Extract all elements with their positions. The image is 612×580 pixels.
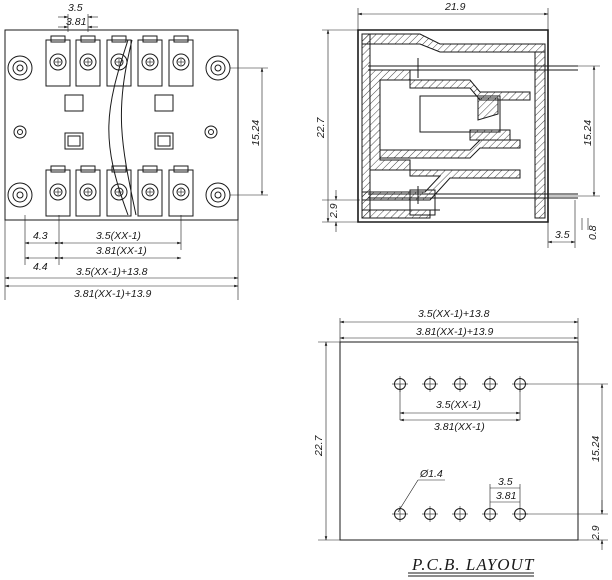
dim-width-21-9: 21.9 [444,1,466,13]
pcb-layout: 3.5(XX-1)+13.8 3.81(XX-1)+13.9 22.7 3.5(… [313,308,608,577]
window-upper-left [64,94,84,112]
dim-row-spacing-side: 15.24 [582,120,594,146]
pcb-hole [452,376,468,392]
dim-pitch-3-81: 3.81 [66,16,86,28]
dim-span-3-81: 3.81(XX-1) [96,245,147,257]
terminal-bottom-4 [137,165,163,217]
pcb-dim-span-3-81: 3.81(XX-1) [434,421,485,433]
terminal-top-1 [45,35,71,87]
pcb-hole [482,376,498,392]
pcb-hole [482,506,498,522]
pcb-hole [452,506,468,522]
window-upper-right [154,94,174,112]
wire-b [120,39,137,216]
pcb-layout-title: P.C.B. LAYOUT [411,555,535,574]
pcb-hole [422,506,438,522]
side-hole-left [13,125,27,139]
front-view: 3.5 3.81 15.24 4.3 3.5(XX-1) 4.4 3.81(XX… [4,2,268,300]
mounting-hole-bottom-left [7,182,33,208]
dim-row-spacing: 15.24 [250,120,262,146]
terminal-top-2 [75,35,101,87]
dim-overall-3-5: 3.5(XX-1)+13.8 [76,266,148,278]
mounting-hole-bottom-right [205,182,231,208]
dim-offset-2-9: 2.9 [328,203,340,219]
terminal-bottom-1 [45,165,71,217]
window-lower-left [64,132,84,150]
pcb-dim-overall-3-5: 3.5(XX-1)+13.8 [418,308,490,320]
dim-offset-4-4: 4.4 [33,261,48,273]
dim-pin-3-5: 3.5 [555,229,570,241]
terminal-bottom-5 [168,165,194,217]
dim-pitch-3-5: 3.5 [68,2,83,14]
side-hole-right [204,125,218,139]
pcb-hole [422,376,438,392]
pcb-hole-grid [392,376,528,522]
dim-pin-0-8: 0.8 [587,225,599,240]
terminal-top-5 [168,35,194,87]
dim-span-3-5: 3.5(XX-1) [96,230,141,242]
pcb-dim-row-spacing: 15.24 [590,436,602,462]
pcb-dim-span-3-5: 3.5(XX-1) [436,399,481,411]
window-lower-right [154,132,174,150]
side-view: 21.9 22.7 2.9 [315,1,600,248]
terminal-row-top [45,35,194,87]
terminal-bottom-2 [75,165,101,217]
pcb-dim-pitch-3-5: 3.5 [498,476,513,488]
terminal-top-3 [106,35,132,87]
pcb-dim-overall-3-81: 3.81(XX-1)+13.9 [416,326,494,338]
pcb-dim-offset-2-9: 2.9 [590,525,602,541]
mounting-hole-top-left [7,55,33,81]
front-body-outline [4,29,239,221]
pcb-dim-hole-diameter: Ø1.4 [419,468,443,480]
wire-a [108,39,129,216]
pcb-dim-height-22-7: 22.7 [313,434,325,457]
pcb-outline [339,341,579,541]
dim-height-22-7: 22.7 [315,116,327,139]
dim-overall-3-81: 3.81(XX-1)+13.9 [74,288,152,300]
pcb-dim-pitch-3-81: 3.81 [496,490,516,502]
terminal-top-4 [137,35,163,87]
dim-offset-4-3: 4.3 [33,230,48,242]
mounting-hole-top-right [205,55,231,81]
